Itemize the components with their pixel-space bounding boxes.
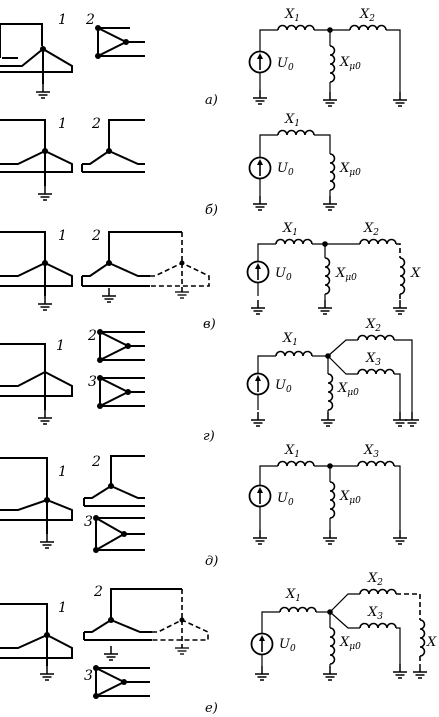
winding-number-2: 2: [87, 328, 97, 344]
winding-3-delta: [93, 665, 150, 699]
label-x2: X2: [367, 571, 383, 588]
label-x1: X1: [284, 443, 300, 460]
label-x1: X1: [282, 221, 298, 238]
label-x1: X1: [284, 112, 300, 129]
caption-c: в): [203, 317, 216, 332]
winding-number-1: 1: [58, 600, 67, 616]
winding-number-1: 1: [58, 116, 67, 132]
caption-a: а): [205, 93, 218, 108]
label-u0: U0: [275, 378, 292, 395]
label-x1: X1: [284, 7, 300, 24]
label-x3: X3: [367, 605, 383, 622]
winding-number-1: 1: [56, 338, 65, 354]
caption-f: е): [205, 701, 218, 716]
winding-number-3: 3: [88, 374, 97, 390]
winding-number-1: 1: [58, 12, 67, 28]
caption-d: г): [203, 429, 215, 444]
label-x3: X3: [363, 443, 379, 460]
label-xmu0: Xμ0: [339, 635, 361, 652]
winding-number-1: 1: [58, 228, 67, 244]
row-c: 1 2: [0, 221, 421, 332]
winding-1-star-grounded: [0, 343, 73, 425]
winding-number-2: 2: [93, 584, 103, 600]
equivalent-circuit-b: [248, 129, 338, 211]
label-u0: U0: [279, 637, 296, 654]
label-x: X: [426, 635, 437, 650]
label-xmu0: Xμ0: [339, 55, 361, 72]
winding-number-3: 3: [84, 514, 93, 530]
label-x2: X2: [365, 317, 381, 334]
row-a: 1 2 X1 X2 U0: [0, 7, 408, 108]
label-x2: X2: [363, 221, 379, 238]
label-xmu0: Xμ0: [337, 381, 359, 398]
row-d: 1 2 3: [0, 317, 420, 444]
winding-number-3: 3: [84, 668, 93, 684]
equivalent-circuit-d: [246, 334, 420, 427]
label-xmu0: Xμ0: [335, 266, 357, 283]
winding-1-star-grounded: [0, 603, 73, 681]
winding-2-star-with-dashed: [83, 588, 209, 661]
winding-2-delta: [97, 329, 145, 363]
label-x: X: [410, 266, 421, 281]
row-b: 1 2 X1 U0 Xμ0 б): [0, 112, 361, 218]
equivalent-circuit-e: [248, 460, 408, 545]
winding-1-star-grounded: [0, 231, 73, 311]
winding-1-star-grounded: [0, 457, 73, 549]
label-u0: U0: [277, 161, 294, 178]
label-x2: X2: [359, 7, 375, 24]
winding-2-star-ungrounded: [81, 119, 145, 173]
winding-number-2: 2: [91, 116, 101, 132]
winding-1-star-grounded: [0, 119, 73, 201]
winding-2-star-with-dashed: [81, 231, 210, 303]
row-f: 1 2 3: [0, 571, 437, 716]
equivalent-circuit-a: [248, 24, 408, 107]
label-xmu0: Xμ0: [339, 489, 361, 506]
winding-1-star-grounded: [0, 23, 73, 99]
label-u0: U0: [277, 56, 294, 73]
winding-number-1: 1: [58, 464, 67, 480]
equivalent-circuit-f: [250, 588, 428, 681]
winding-2-delta: [95, 25, 145, 59]
label-u0: U0: [277, 491, 294, 508]
caption-b: б): [205, 203, 218, 218]
winding-3-delta: [97, 375, 145, 409]
label-xmu0: Xμ0: [339, 161, 361, 178]
winding-number-2: 2: [91, 228, 101, 244]
label-x1: X1: [282, 331, 298, 348]
label-x1: X1: [285, 587, 301, 604]
winding-2-star-ungrounded: [83, 455, 145, 507]
winding-3-delta: [93, 515, 145, 553]
caption-e: д): [205, 554, 218, 569]
label-u0: U0: [275, 266, 292, 283]
winding-number-2: 2: [91, 454, 101, 470]
equivalent-circuit-c: [246, 238, 408, 315]
row-e: 1 2 3: [0, 443, 408, 569]
winding-number-2: 2: [85, 12, 95, 28]
label-x3: X3: [365, 351, 381, 368]
